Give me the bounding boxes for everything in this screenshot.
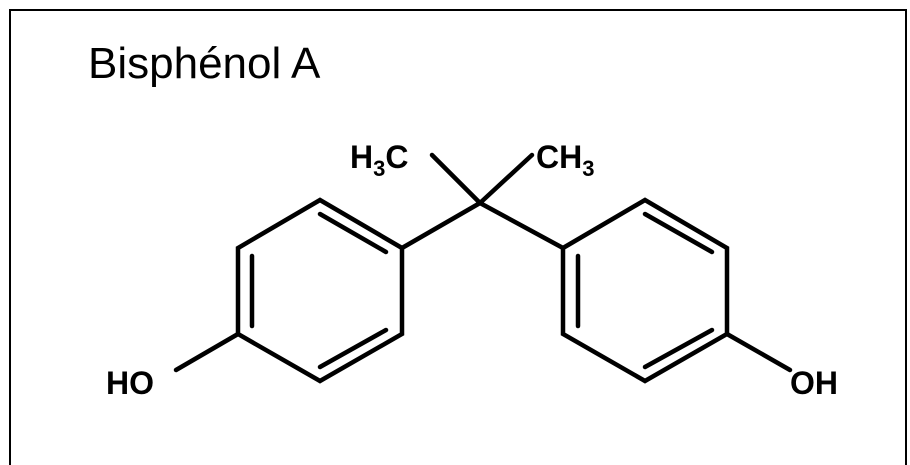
methyl-left-label: H3C — [350, 139, 408, 181]
left-phenyl-ring — [173, 197, 405, 384]
bond-left-hydroxyl — [173, 331, 241, 373]
central-carbon-bonds — [399, 152, 566, 251]
right-ring-double-bond-3 — [642, 327, 715, 370]
diagram-frame — [9, 9, 907, 465]
bond-methyl-right — [477, 152, 535, 206]
bond-right-hydroxyl — [724, 331, 793, 373]
bond-methyl-left — [429, 152, 483, 206]
hydroxyl-left-label: HO — [106, 365, 154, 401]
bond-to-right-ring — [477, 200, 566, 251]
methyl-right-label: CH3 — [536, 139, 594, 181]
right-ring-double-bond-1 — [642, 211, 715, 255]
diagram-title: Bisphénol A — [88, 39, 321, 88]
hydroxyl-right-label: OH — [790, 365, 838, 401]
right-phenyl-ring — [560, 197, 793, 384]
left-ring-double-bond-1 — [317, 211, 389, 255]
bond-to-left-ring — [399, 200, 483, 251]
left-ring-double-bond-3 — [317, 327, 389, 370]
